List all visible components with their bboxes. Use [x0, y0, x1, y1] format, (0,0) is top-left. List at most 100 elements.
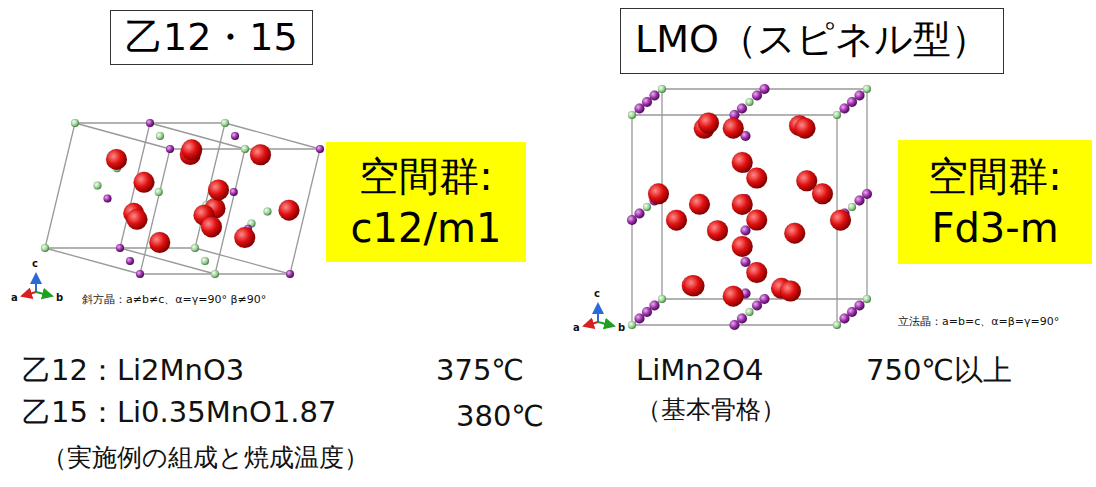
oxygen-atom — [127, 209, 148, 230]
oxygen-atom — [698, 113, 719, 134]
lithium-atom — [833, 321, 841, 329]
lithium-atom — [71, 119, 79, 127]
a-axis — [22, 292, 36, 296]
oxygen-atom — [181, 139, 202, 160]
lithium-atom — [833, 111, 841, 119]
oxygen-atom — [689, 194, 710, 215]
lithium-atom — [94, 182, 102, 190]
manganese-atom — [316, 145, 324, 153]
lithium-atom — [863, 295, 871, 303]
lithium-atom — [155, 188, 163, 196]
lithium-atom — [746, 308, 754, 316]
oxygen-atom — [780, 281, 801, 302]
oxygen-atom — [732, 152, 753, 173]
cell-edge — [837, 299, 867, 325]
oxygen-atom — [279, 200, 300, 221]
oxygen-atom — [795, 118, 816, 139]
manganese-atom — [116, 244, 124, 252]
axis-label: a — [11, 292, 18, 304]
cell-edge — [632, 299, 662, 325]
manganese-atom — [737, 314, 747, 324]
axis-label: c — [594, 288, 600, 300]
axis-triad-left — [22, 274, 52, 296]
manganese-atom — [231, 132, 239, 140]
cubic-spinel-cell — [627, 84, 872, 330]
temperature: 375℃ — [436, 354, 524, 387]
oxygen-atom — [784, 223, 805, 244]
cell-edge — [45, 248, 140, 274]
space-group-text: 空間群: c12/m1 — [336, 150, 516, 254]
manganese-atom — [136, 270, 144, 278]
manganese-atom — [166, 145, 174, 153]
manganese-atom — [760, 84, 770, 94]
c-axis — [597, 304, 599, 322]
oxygen-atom — [707, 220, 728, 241]
b-axis — [598, 322, 614, 326]
lithium-atom — [211, 270, 219, 278]
oxygen-atom — [830, 210, 851, 231]
lithium-atom — [848, 203, 856, 211]
oxygen-atom — [149, 232, 170, 253]
lithium-atom — [264, 208, 272, 216]
manganese-atom — [737, 104, 747, 114]
lithium-atom — [628, 111, 636, 119]
manganese-atom — [230, 188, 238, 196]
cell-edge — [225, 123, 320, 149]
lithium-atom — [201, 257, 209, 265]
oxygen-atom — [812, 183, 833, 204]
oxygen-atom — [234, 227, 255, 248]
lithium-atom — [241, 145, 249, 153]
lithium-atom — [658, 85, 666, 93]
oxygen-atom — [666, 210, 687, 231]
manganese-atom — [650, 91, 660, 101]
lithium-atom — [643, 203, 651, 211]
manganese-atom — [862, 189, 872, 199]
lithium-atom — [191, 244, 199, 252]
space-group-box: 空間群: Fd3-m — [898, 140, 1092, 264]
lithium-atom — [863, 85, 871, 93]
oxygen-atom — [648, 183, 669, 204]
axis-label: a — [573, 322, 580, 334]
composition: 乙12：Li2MnO3 — [22, 354, 244, 387]
oxygen-atom — [732, 236, 753, 257]
axis-label: c — [32, 258, 38, 270]
lithium-atom — [658, 295, 666, 303]
oxygen-atom — [201, 216, 222, 237]
manganese-atom — [635, 209, 645, 219]
oxygen-atom — [208, 179, 229, 200]
manganese-atom — [855, 301, 865, 311]
oxygen-atom — [723, 118, 744, 139]
panel-title: LMO（スピネル型） — [635, 15, 989, 64]
title-box: 乙12・15 — [110, 10, 313, 65]
monoclinic-cell — [41, 119, 324, 278]
note: （実施例の組成と焼成温度） — [42, 444, 369, 473]
a-axis — [584, 322, 598, 326]
axis-label: b — [618, 322, 625, 334]
temperature: 750℃以上 — [866, 354, 1012, 387]
oxygen-atom — [250, 144, 271, 165]
manganese-atom — [650, 301, 660, 311]
manganese-atom — [126, 257, 134, 265]
manganese-atom — [104, 195, 112, 203]
composition: 乙15：Li0.35MnO1.87 — [22, 396, 336, 429]
axis-triad-right — [584, 304, 614, 326]
oxygen-atom — [684, 275, 705, 296]
space-group-box: 空間群: c12/m1 — [326, 142, 526, 262]
cell-edge — [195, 248, 290, 274]
oxygen-atom — [134, 172, 155, 193]
cell-edge — [140, 149, 170, 274]
lithium-atom — [41, 244, 49, 252]
manganese-atom — [760, 294, 770, 304]
cell-edge — [120, 248, 215, 274]
lithium-atom — [628, 321, 636, 329]
manganese-atom — [286, 270, 294, 278]
cell-edge — [632, 89, 662, 115]
composition: LiMn2O4 — [636, 354, 763, 387]
lattice-note: 斜方晶：a≠b≠c、α=γ=90° β≠90° — [82, 294, 266, 307]
oxygen-atom — [723, 286, 744, 307]
note: （基本骨格） — [636, 396, 786, 425]
cell-edge — [837, 89, 867, 115]
oxygen-atom — [106, 149, 127, 170]
panel-title: 乙12・15 — [125, 13, 298, 62]
